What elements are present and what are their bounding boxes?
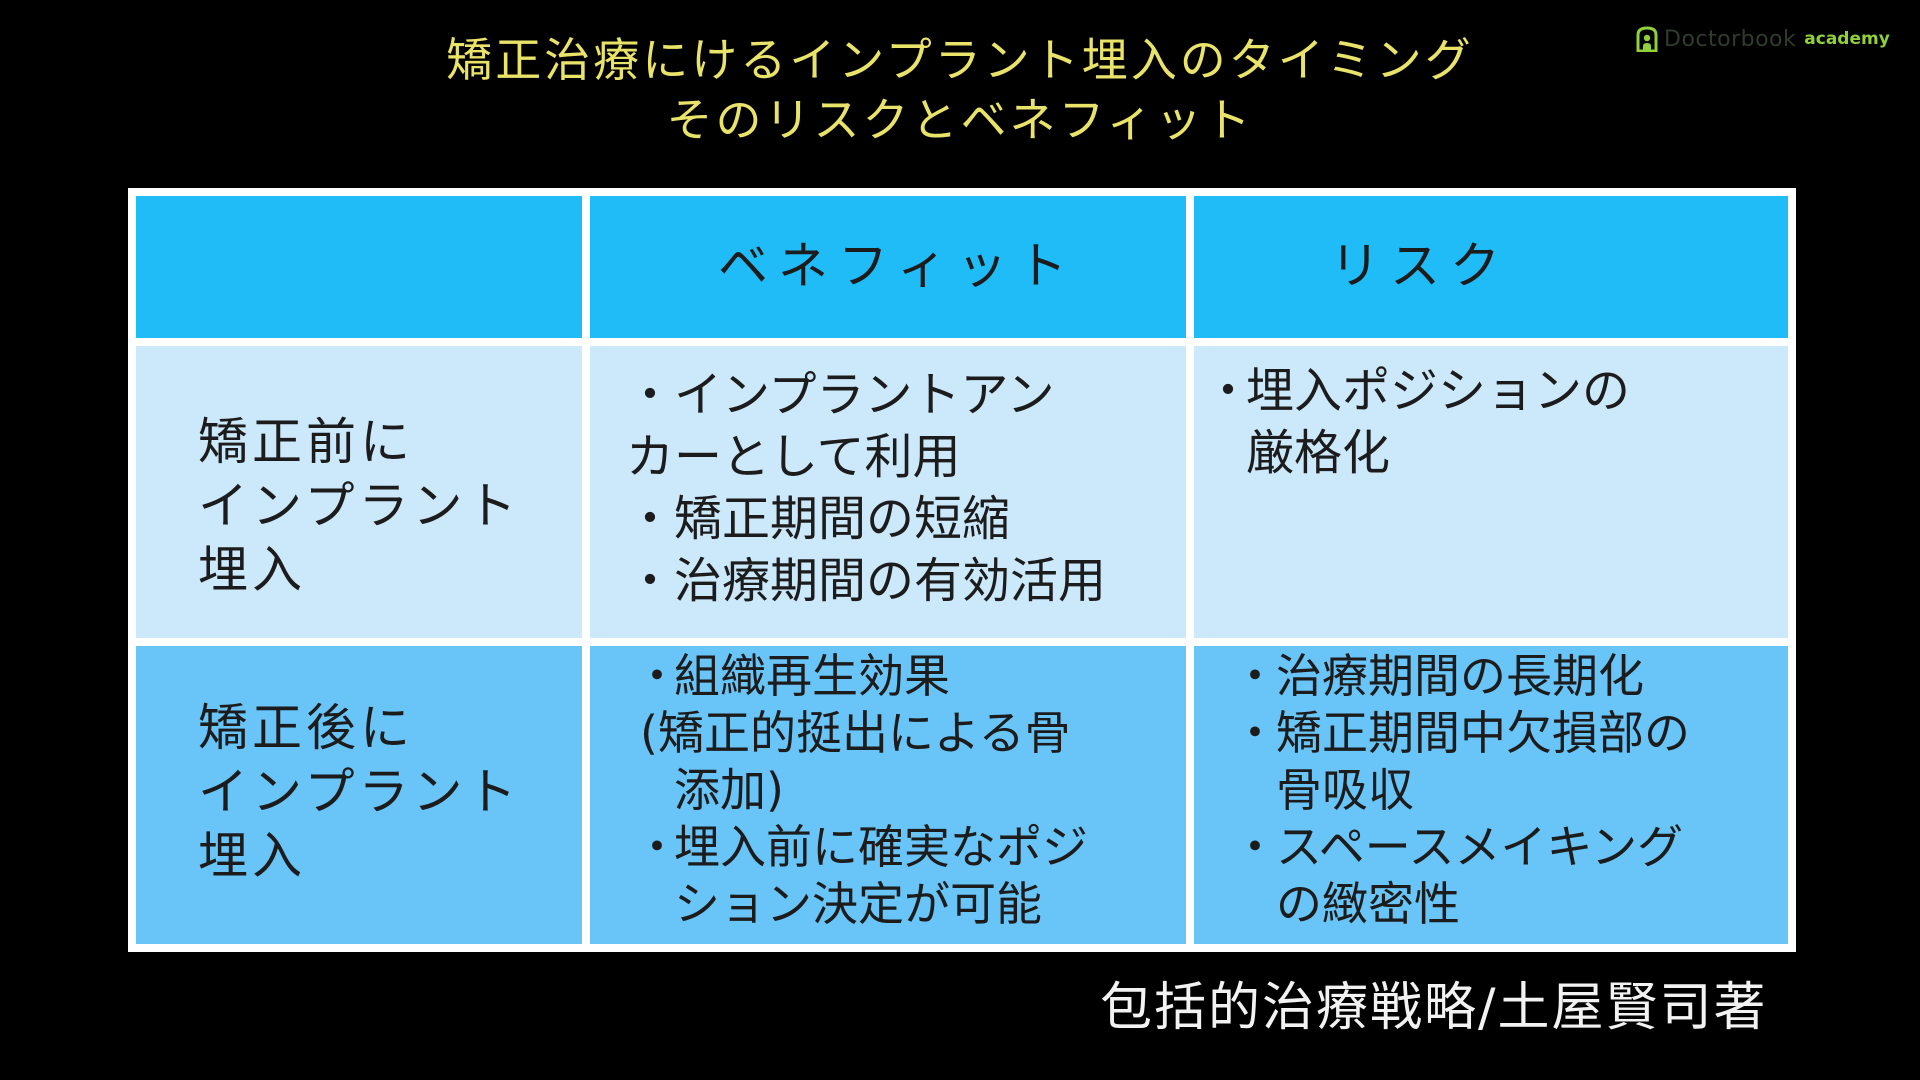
bullet: ・ <box>626 553 675 609</box>
risk-cell-post: ・ 治療期間の長期化 ・ 矯正期間中欠損部の 骨吸収 ・ スペースメイキング の… <box>1194 646 1788 944</box>
row-label-cell-pre: 矯正前に インプラント 埋入 <box>136 346 582 638</box>
header-cell-risk: リスク <box>1194 196 1788 338</box>
row-label-post: 矯正後に インプラント 埋入 <box>198 696 521 888</box>
bullet: ・ <box>626 367 675 423</box>
row-label-line: 矯正後に <box>198 699 414 757</box>
header-benefit-label: ベネフィット <box>718 237 1077 295</box>
doctorbook-logo: Doctorbook academy <box>1636 24 1890 54</box>
list-item-line: 組織再生効果 <box>674 649 950 703</box>
bullet: ・ <box>1204 363 1253 419</box>
benefit-cell-pre: ・ インプラントアン カーとして利用 ・ 矯正期間の短縮 ・ 治療期間の有効活用 <box>590 346 1186 638</box>
list-item-line: 厳格化 <box>1246 425 1391 481</box>
list-item: ・ 組織再生効果 (矯正的挺出による骨 添加) <box>634 648 1184 819</box>
list-item-text: 矯正期間中欠損部の 骨吸収 <box>1232 705 1786 819</box>
list-item-text: スペースメイキング の緻密性 <box>1232 819 1786 933</box>
logo-name: Doctorbook <box>1664 26 1797 52</box>
slide-title-line-2: そのリスクとベネフィット <box>666 93 1254 147</box>
list-item-text: インプラントアン カーとして利用 <box>626 364 1186 488</box>
benefit-list-post: ・ 組織再生効果 (矯正的挺出による骨 添加) ・ 埋入前に確実なポジ ション決… <box>634 648 1184 933</box>
header-cell-benefit: ベネフィット <box>590 196 1186 338</box>
row-label-line: 埋入 <box>198 827 306 885</box>
risk-list-pre: ・ 埋入ポジションの 厳格化 <box>1204 360 1764 484</box>
row-label-cell-post: 矯正後に インプラント 埋入 <box>136 646 582 944</box>
list-item-line: ション決定が可能 <box>674 877 1042 931</box>
list-item: ・ インプラントアン カーとして利用 <box>626 364 1186 488</box>
list-item-line: 骨吸収 <box>1276 763 1414 817</box>
doctorbook-logo-icon <box>1636 26 1658 53</box>
risk-cell-pre: ・ 埋入ポジションの 厳格化 <box>1194 346 1788 638</box>
list-item-text: 治療期間の有効活用 <box>626 550 1186 612</box>
bullet: ・ <box>1232 649 1278 703</box>
bullet: ・ <box>626 491 675 547</box>
source-caption: 包括的治療戦略/土屋賢司著 <box>1100 978 1768 1038</box>
list-item-text: 組織再生効果 (矯正的挺出による骨 添加) <box>634 648 1184 819</box>
list-item: ・ 埋入ポジションの 厳格化 <box>1204 360 1764 484</box>
list-item-line: 治療期間の長期化 <box>1276 649 1644 703</box>
logo-sub: academy <box>1804 29 1890 49</box>
list-item: ・ 治療期間の長期化 <box>1232 648 1786 705</box>
list-item-line: カーとして利用 <box>626 429 961 485</box>
risk-list-post: ・ 治療期間の長期化 ・ 矯正期間中欠損部の 骨吸収 ・ スペースメイキング の… <box>1232 648 1786 933</box>
header-cell-blank <box>136 196 582 338</box>
list-item: ・ 埋入前に確実なポジ ション決定が可能 <box>634 819 1184 933</box>
list-item-line: スペースメイキング <box>1276 820 1684 874</box>
list-item-line: 治療期間の有効活用 <box>674 553 1107 609</box>
bullet: ・ <box>634 820 680 874</box>
list-item-line: 添加) <box>674 763 784 817</box>
benefit-list-pre: ・ インプラントアン カーとして利用 ・ 矯正期間の短縮 ・ 治療期間の有効活用 <box>626 364 1186 612</box>
list-item-line: 矯正期間中欠損部の <box>1276 706 1690 760</box>
list-item: ・ 矯正期間中欠損部の 骨吸収 <box>1232 705 1786 819</box>
list-item-line: 矯正期間の短縮 <box>674 491 1011 547</box>
header-risk-label: リスク <box>1330 237 1510 295</box>
row-label-line: 埋入 <box>198 541 306 599</box>
slide-title: 矯正治療にけるインプラント埋入のタイミング そのリスクとベネフィット <box>0 30 1920 150</box>
list-item: ・ 治療期間の有効活用 <box>626 550 1186 612</box>
list-item-text: 埋入ポジションの 厳格化 <box>1204 360 1764 484</box>
list-item-line: (矯正的挺出による骨 <box>640 706 1071 760</box>
comparison-table: ベネフィット リスク 矯正前に インプラント 埋入 ・ インプラントアン カーと… <box>128 188 1796 952</box>
list-item: ・ スペースメイキング の緻密性 <box>1232 819 1786 933</box>
list-item-text: 治療期間の長期化 <box>1232 648 1786 705</box>
slide-title-line-1: 矯正治療にけるインプラント埋入のタイミング <box>446 33 1474 87</box>
list-item-text: 矯正期間の短縮 <box>626 488 1186 550</box>
list-item: ・ 矯正期間の短縮 <box>626 488 1186 550</box>
list-item-line: の緻密性 <box>1276 877 1460 931</box>
row-label-line: インプラント <box>198 763 521 821</box>
row-label-line: 矯正前に <box>198 413 414 471</box>
list-item-line: インプラントアン <box>674 367 1055 423</box>
list-item-text: 埋入前に確実なポジ ション決定が可能 <box>634 819 1184 933</box>
row-label-line: インプラント <box>198 477 521 535</box>
row-label-pre: 矯正前に インプラント 埋入 <box>198 410 521 602</box>
bullet: ・ <box>1232 820 1278 874</box>
bullet: ・ <box>1232 706 1278 760</box>
list-item-line: 埋入前に確実なポジ <box>674 820 1088 874</box>
bullet: ・ <box>634 649 680 703</box>
list-item-line: 埋入ポジションの <box>1246 363 1631 419</box>
benefit-cell-post: ・ 組織再生効果 (矯正的挺出による骨 添加) ・ 埋入前に確実なポジ ション決… <box>590 646 1186 944</box>
